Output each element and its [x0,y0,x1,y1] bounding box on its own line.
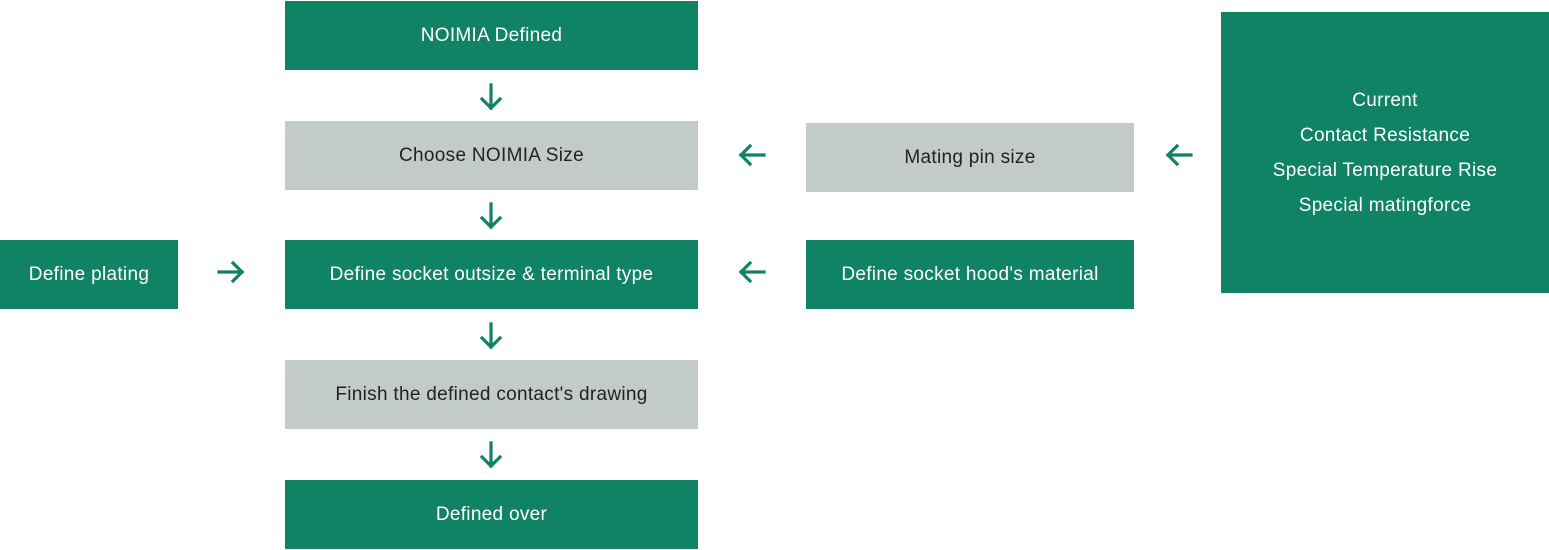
node-label: Finish the defined contact's drawing [335,383,648,405]
requirement-mating-force: Special matingforce [1298,194,1472,216]
node-choose-noimia-size: Choose NOIMIA Size [285,121,698,190]
node-define-plating: Define plating [0,240,178,309]
node-define-socket-outsize: Define socket outsize & terminal type [285,240,698,309]
node-mating-pin-size: Mating pin size [806,123,1134,192]
arrow-down-icon [475,81,507,113]
node-label: Defined over [435,503,548,525]
arrow-down-icon [475,200,507,232]
arrow-left-icon [736,139,768,171]
requirement-temperature-rise: Special Temperature Rise [1272,159,1498,181]
node-label: Define socket outsize & terminal type [329,263,654,285]
arrow-left-icon [1163,139,1195,171]
requirement-contact-resistance: Contact Resistance [1299,124,1471,146]
node-label: Choose NOIMIA Size [399,144,584,166]
node-define-hood-material: Define socket hood's material [806,240,1134,309]
node-finish-drawing: Finish the defined contact's drawing [285,360,698,429]
arrow-left-icon [736,256,768,288]
node-defined-over: Defined over [285,480,698,549]
node-label: Mating pin size [904,146,1036,168]
node-label: Define plating [28,263,150,285]
node-noimia-defined: NOIMIA Defined [285,1,698,70]
arrow-right-icon [215,256,247,288]
node-label: Define socket hood's material [841,263,1099,285]
node-requirements: Current Contact Resistance Special Tempe… [1221,12,1549,293]
arrow-down-icon [475,439,507,471]
arrow-down-icon [475,320,507,352]
requirement-current: Current [1352,89,1418,111]
node-label: NOIMIA Defined [420,24,563,46]
